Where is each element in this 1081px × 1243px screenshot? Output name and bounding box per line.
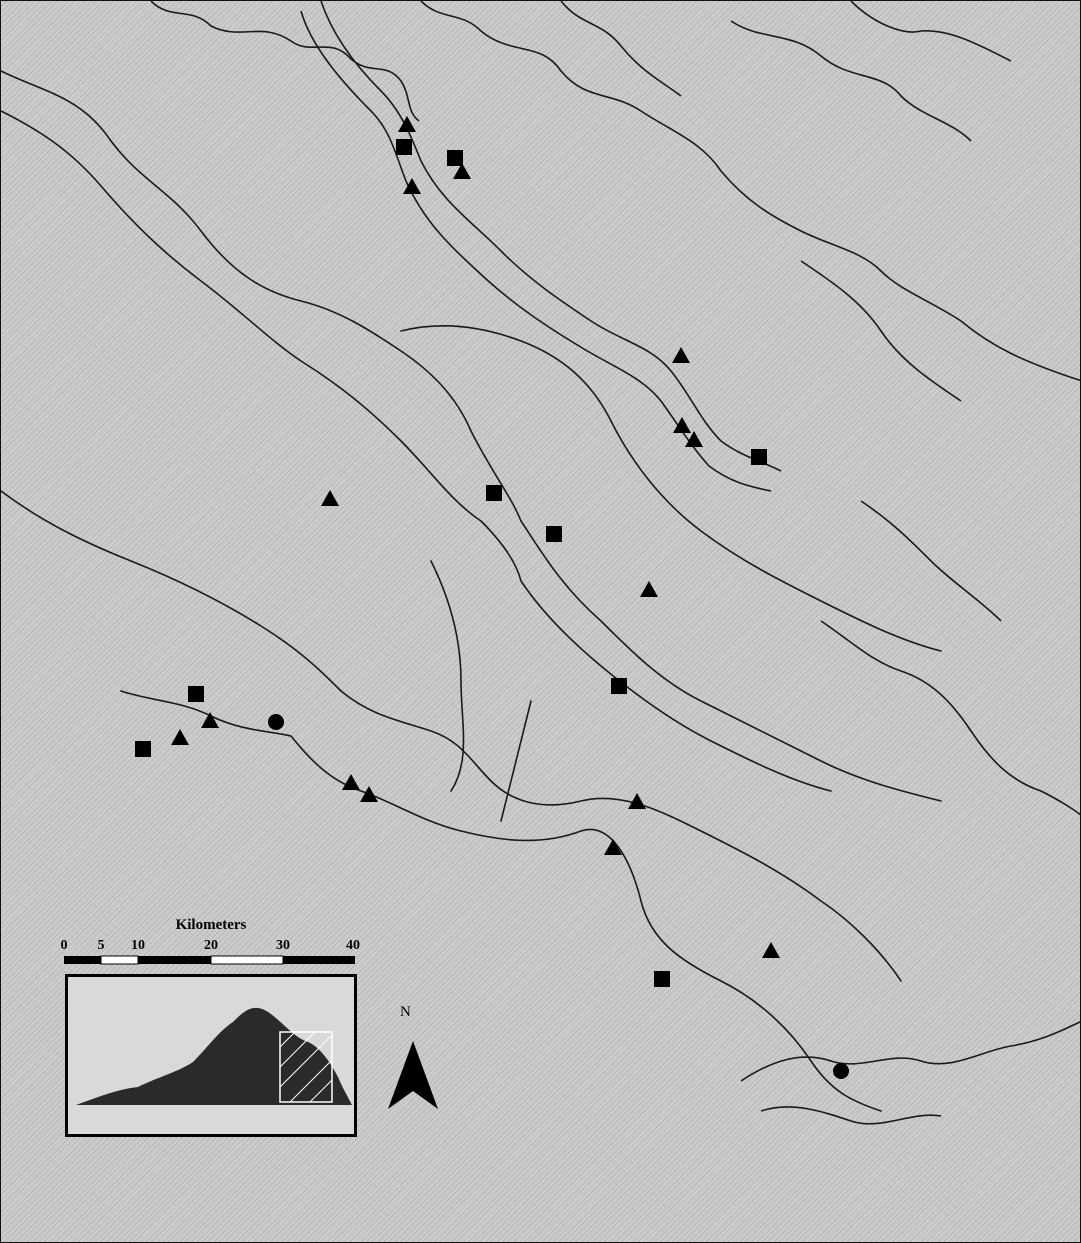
scale-tick-label-40: 40 xyxy=(346,938,360,953)
scale-bar-title: Kilometers xyxy=(176,917,247,933)
site-triangle-6 xyxy=(685,431,703,447)
site-triangle-12 xyxy=(360,786,378,802)
site-square-9 xyxy=(654,971,670,987)
site-triangle-11 xyxy=(342,774,360,790)
site-triangle-4 xyxy=(672,347,690,363)
site-triangle-10 xyxy=(171,729,189,745)
site-square-4 xyxy=(486,485,502,501)
scale-segment-1 xyxy=(64,956,101,964)
site-square-1 xyxy=(396,139,412,155)
north-arrow-icon xyxy=(388,1041,438,1109)
southern-shore xyxy=(740,1021,1080,1125)
site-square-5 xyxy=(546,526,562,542)
scale-bar: Kilometers 0 5 10 20 30 40 xyxy=(61,917,360,965)
scale-segment-2 xyxy=(100,955,139,965)
south-river-north-bank xyxy=(1,490,902,982)
scale-tick-label-0: 0 xyxy=(61,938,68,953)
site-triangle-7 xyxy=(321,490,339,506)
scale-segment-5 xyxy=(283,956,355,964)
north-arrow-label: N xyxy=(400,1004,411,1020)
scale-tick-label-10: 10 xyxy=(131,938,145,953)
site-square-7 xyxy=(135,741,151,757)
site-triangle-1 xyxy=(398,116,416,132)
site-circle-1 xyxy=(268,714,284,730)
scale-segment-3 xyxy=(138,956,211,964)
site-square-8 xyxy=(611,678,627,694)
scale-tick-label-20: 20 xyxy=(204,938,218,953)
site-triangle-5 xyxy=(673,417,691,433)
middle-branch xyxy=(400,325,942,652)
eastern-shore xyxy=(800,260,1080,816)
inset-locator-map xyxy=(65,974,357,1137)
south-tributary xyxy=(430,560,532,822)
north-river-upper xyxy=(320,1,782,472)
site-square-2 xyxy=(447,150,463,166)
site-triangle-15 xyxy=(762,942,780,958)
site-square-6 xyxy=(188,686,204,702)
inset-state-shape xyxy=(76,1007,352,1105)
site-triangle-3 xyxy=(453,163,471,179)
north-river-lower xyxy=(300,10,772,492)
northeast-shore xyxy=(420,1,1080,382)
south-river-south-bank xyxy=(120,690,882,1112)
site-triangle-14 xyxy=(604,839,622,855)
site-triangle-8 xyxy=(640,581,658,597)
site-triangle-2 xyxy=(403,178,421,194)
scale-segment-4 xyxy=(210,955,284,965)
middle-river-north-bank xyxy=(1,70,942,802)
site-triangle-9 xyxy=(201,712,219,728)
inset-study-area-hatch xyxy=(279,1031,333,1103)
north-arrow xyxy=(388,1041,438,1109)
site-triangle-13 xyxy=(628,793,646,809)
northern-coastline xyxy=(150,1,420,122)
scale-tick-label-5: 5 xyxy=(98,938,105,953)
scale-tick-label-30: 30 xyxy=(276,938,290,953)
site-circle-2 xyxy=(833,1063,849,1079)
middle-river-south-bank xyxy=(1,110,832,792)
northeast-inlets xyxy=(560,1,1012,142)
site-square-3 xyxy=(751,449,767,465)
